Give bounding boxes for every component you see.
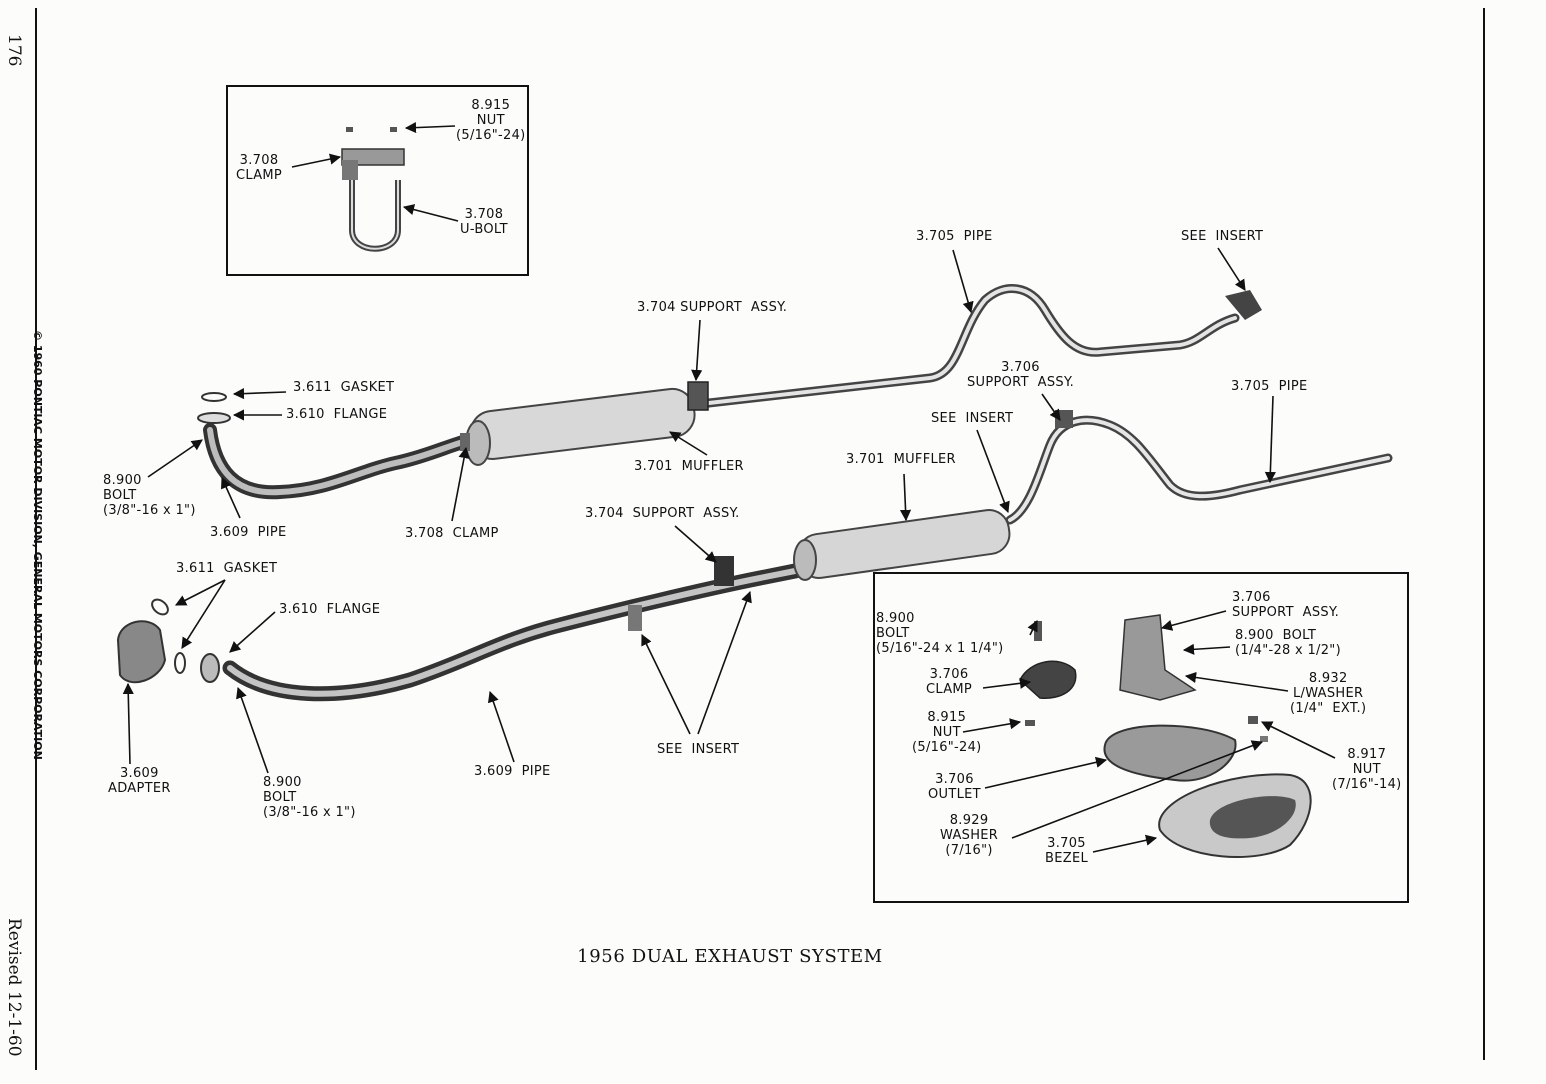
label-insert-clamp-3706: 3.706 CLAMP <box>926 667 973 697</box>
label-adapter-3609: 3.609 ADAPTER <box>108 766 171 796</box>
label-insert-nut-8917: 8.917 NUT (7/16"-14) <box>1332 747 1402 792</box>
label-see-insert-upper: SEE INSERT <box>1181 229 1264 244</box>
insert-box-clamp <box>226 85 529 276</box>
label-pipe-3705-right: 3.705 PIPE <box>1231 379 1308 394</box>
label-bolt-8900-left: 8.900 BOLT (3/8"-16 x 1") <box>103 473 196 518</box>
lower-exhaust-assembly <box>116 410 1393 702</box>
diagram-title: 1956 DUAL EXHAUST SYSTEM <box>577 946 883 967</box>
label-pipe-3609-upper: 3.609 PIPE <box>210 525 287 540</box>
label-insert-washer-8929: 8.929 WASHER (7/16") <box>940 813 999 858</box>
label-insert-lwasher-8932: 8.932 L/WASHER (1/4" EXT.) <box>1290 671 1367 716</box>
insert-clamp-ubolt-drawing <box>341 127 405 252</box>
label-clamp-3708-main: 3.708 CLAMP <box>405 526 499 541</box>
label-see-insert-lower: SEE INSERT <box>657 742 740 757</box>
label-insert-nut-8915: 8.915 NUT (5/16"-24) <box>912 710 982 755</box>
label-muffler-3701-upper: 3.701 MUFFLER <box>634 459 744 474</box>
label-muffler-3701-lower: 3.701 MUFFLER <box>846 452 956 467</box>
leader-lines <box>122 121 1336 853</box>
label-nut-8915-insert: 8.915 NUT (5/16"-24) <box>456 98 526 143</box>
label-gasket-3611-lower: 3.611 GASKET <box>176 561 278 576</box>
label-see-insert-mid: SEE INSERT <box>931 411 1014 426</box>
label-gasket-3611-upper: 3.611 GASKET <box>293 380 395 395</box>
copyright-line: © 1960 PONTIAC MOTOR DIVISION, GENERAL M… <box>31 330 44 760</box>
label-pipe-3705-upper: 3.705 PIPE <box>916 229 993 244</box>
label-support-3706-mid: 3.706 SUPPORT ASSY. <box>967 360 1075 390</box>
label-flange-3610-upper: 3.610 FLANGE <box>286 407 388 422</box>
label-insert-outlet-3706: 3.706 OUTLET <box>928 772 981 802</box>
label-bolt-8900-bottom: 8.900 BOLT (3/8"-16 x 1") <box>263 775 356 820</box>
insert-outlet-drawing <box>1019 614 1312 858</box>
label-pipe-3609-lower: 3.609 PIPE <box>474 764 551 779</box>
label-support-3704-upper: 3.704 SUPPORT ASSY. <box>637 300 788 315</box>
label-support-3704-lower: 3.704 SUPPORT ASSY. <box>585 506 740 521</box>
label-ubolt-3708: 3.708 U-BOLT <box>460 207 508 237</box>
revision-date: Revised 12-1-60 <box>4 918 24 1057</box>
insert-box-outlet <box>873 572 1409 903</box>
page-number: 176 <box>4 34 24 67</box>
label-flange-3610-lower: 3.610 FLANGE <box>279 602 381 617</box>
upper-exhaust-assembly <box>197 284 1262 500</box>
label-insert-bezel-3705: 3.705 BEZEL <box>1045 836 1088 866</box>
label-clamp-3708-insert: 3.708 CLAMP <box>236 153 283 183</box>
label-insert-bolt-8900-a: 8.900 BOLT (5/16"-24 x 1 1/4") <box>876 611 1004 656</box>
label-insert-support-3706: 3.706 SUPPORT ASSY. <box>1232 590 1340 620</box>
label-insert-bolt-8900-b: 8.900 BOLT (1/4"-28 x 1/2") <box>1235 628 1341 658</box>
